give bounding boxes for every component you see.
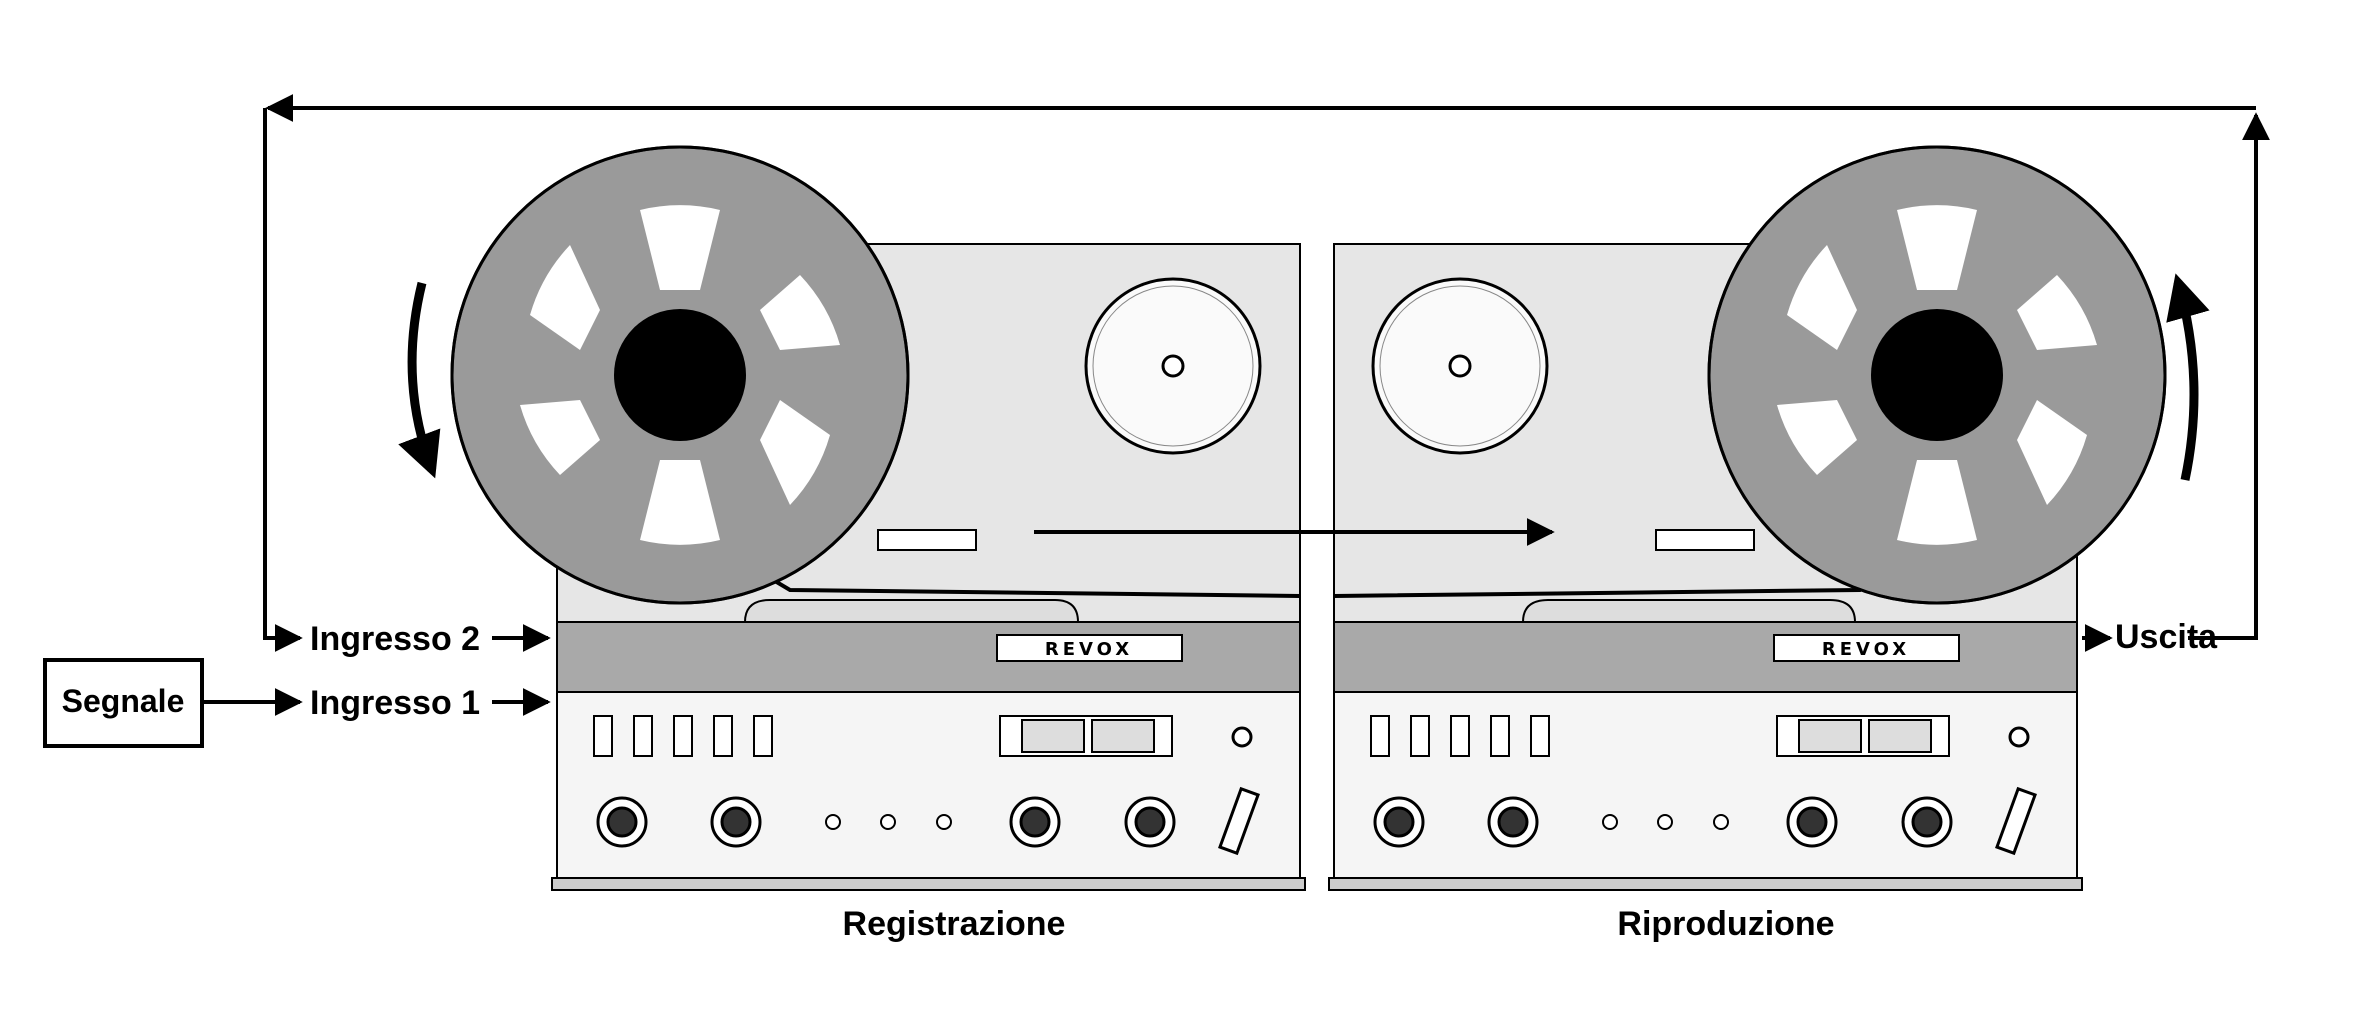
playback-brand-plate xyxy=(1773,634,1960,662)
playback-vu-meters xyxy=(1776,715,1950,757)
record-control-panel xyxy=(556,691,1301,891)
input1-label: Ingresso 1 xyxy=(310,684,480,722)
playback-knobs xyxy=(1373,796,1953,848)
record-tape-counter xyxy=(877,529,977,551)
feedback-down-line xyxy=(263,108,303,652)
record-transport-buttons xyxy=(593,715,773,757)
record-knobs xyxy=(596,796,1176,848)
feedback-loop-line xyxy=(2188,112,2270,640)
playback-takeup-reel xyxy=(1707,145,2167,605)
playback-transport-buttons xyxy=(1370,715,1550,757)
output-label: Uscita xyxy=(2115,618,2218,656)
record-deck: REVOX xyxy=(551,243,1306,891)
playback-power-switch xyxy=(1995,786,2037,856)
playback-brand-text: REVOX xyxy=(1822,639,1910,660)
takeup-rotation-arrow xyxy=(2166,273,2210,481)
playback-head-cover xyxy=(1521,599,1857,623)
record-jacks xyxy=(825,814,952,830)
supply-rotation-arrow xyxy=(398,281,441,479)
record-header-strip xyxy=(556,621,1301,693)
playback-tape-counter xyxy=(1655,529,1755,551)
record-small-hub xyxy=(1084,277,1262,455)
record-vu-meters xyxy=(999,715,1173,757)
playback-caption: Riproduzione xyxy=(1617,905,1834,943)
playback-jacks xyxy=(1602,814,1729,830)
record-brand-plate xyxy=(996,634,1183,662)
input2-label: Ingresso 2 xyxy=(310,620,480,658)
record-caption: Registrazione xyxy=(843,905,1066,943)
record-power-indicator xyxy=(1231,726,1253,748)
record-brand-text: REVOX xyxy=(1045,639,1133,660)
playback-control-panel xyxy=(1333,691,2078,891)
record-power-switch xyxy=(1218,786,1260,856)
record-head-cover xyxy=(743,599,1080,623)
signal-label: Segnale xyxy=(62,683,185,719)
playback-small-hub xyxy=(1371,277,1549,455)
record-supply-reel xyxy=(450,145,910,605)
playback-header-strip xyxy=(1333,621,2078,693)
playback-power-indicator xyxy=(2008,726,2030,748)
